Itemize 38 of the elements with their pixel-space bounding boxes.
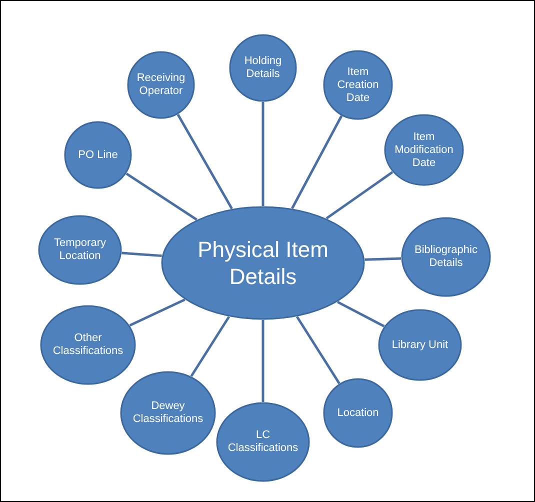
detail-ellipse [401,217,491,297]
detail-ellipse [323,378,393,448]
node-label: Location [336,406,380,420]
connector-line [126,172,198,221]
node-label: Physical Item Details [196,236,330,290]
connector-line [122,252,162,258]
node-label: Other Classifications [52,332,124,358]
connector-line [176,114,233,210]
node-label: PO Line [77,148,119,162]
detail-ellipse [384,114,464,186]
connector-line [262,102,264,206]
detail-ellipse [38,215,122,285]
connector-line [262,320,264,402]
node-label: Receiving Operator [136,72,186,98]
detail-ellipse [40,305,136,385]
detail-ellipse [64,121,132,189]
node-label: Item Modification Date [394,130,454,170]
node-label: Bibliographic Details [414,244,478,270]
detail-ellipse [378,309,462,381]
connector-line [326,171,394,220]
connector-line [291,115,343,209]
connector-line [364,257,402,261]
node-label: Temporary Location [53,237,107,263]
connector-line [336,300,385,328]
node-label: Item Creation Date [336,66,380,104]
connector-line [296,316,340,384]
connector-line [190,316,230,377]
node-label: LC Classifications [226,429,300,455]
central-ellipse [161,206,365,320]
detail-ellipse [323,50,393,120]
detail-ellipse [120,371,216,455]
detail-ellipse [229,34,297,102]
node-label: Library Unit [390,338,450,352]
node-label: Dewey Classifications [132,400,204,426]
node-label: Holding Details [243,55,283,81]
connector-line [129,298,186,327]
detail-ellipse [127,51,195,119]
detail-ellipse [216,402,310,482]
